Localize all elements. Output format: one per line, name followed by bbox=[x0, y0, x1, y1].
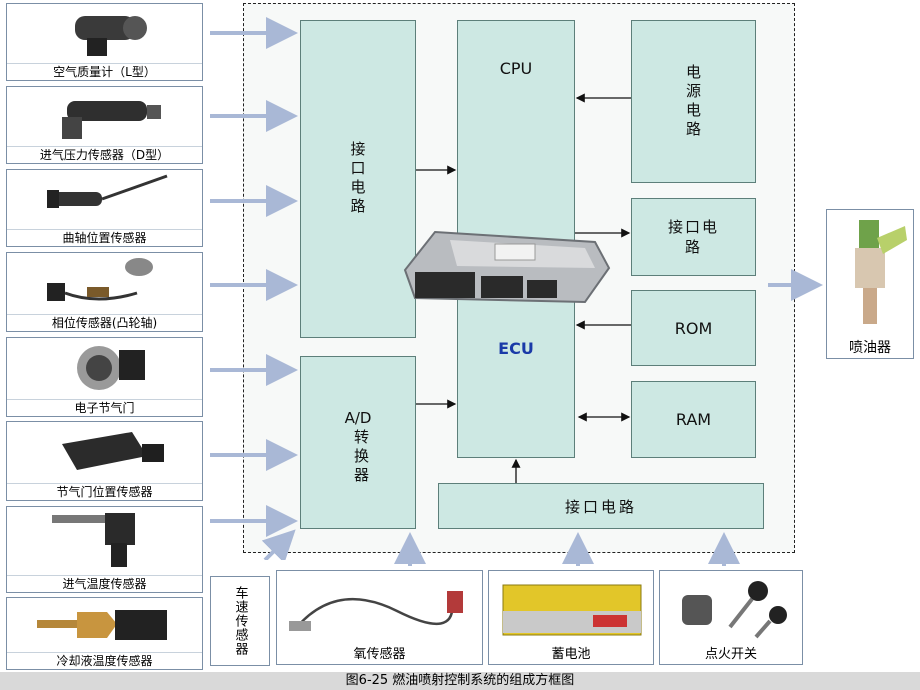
left-interface-label: 接口电路 bbox=[348, 141, 367, 217]
right-interface-label: 接口电路 bbox=[667, 218, 719, 256]
injector-label: 喷油器 bbox=[849, 340, 891, 356]
battery-image bbox=[502, 584, 642, 636]
left-interface-circuit: 接口电路 bbox=[300, 20, 416, 338]
oxygen-sensor-card: 氧传感器 bbox=[276, 570, 483, 665]
ignition-switch-image bbox=[682, 581, 787, 639]
sensor-crankshaft-position: 曲轴位置传感器 bbox=[6, 169, 203, 247]
bottom-interface-label: 接口电路 bbox=[564, 497, 637, 516]
crankshaft-sensor-image bbox=[7, 170, 202, 230]
sensor-throttle-position: 节气门位置传感器 bbox=[6, 421, 203, 501]
sensor-label: 空气质量计（L型） bbox=[7, 63, 202, 80]
ad-label-line1: A/D bbox=[344, 409, 372, 427]
power-circuit: 电源电路 bbox=[631, 20, 756, 183]
injector-image bbox=[855, 220, 907, 324]
ignition-switch-label: 点火开关 bbox=[704, 647, 757, 662]
sensor-intake-pressure: 进气压力传感器（D型） bbox=[6, 86, 203, 164]
intake-temperature-image bbox=[7, 507, 202, 576]
vehicle-speed-sensor: 车速传感器 bbox=[210, 576, 270, 666]
sensor-label: 相位传感器(凸轮轴) bbox=[7, 314, 202, 331]
oxygen-sensor-image bbox=[289, 591, 463, 631]
intake-pressure-image bbox=[7, 87, 202, 147]
ignition-switch-card: 点火开关 bbox=[659, 570, 803, 665]
sensor-label: 节气门位置传感器 bbox=[7, 483, 202, 500]
sensor-coolant-temperature: 冷却液温度传感器 bbox=[6, 597, 203, 670]
injector-card: 喷油器 bbox=[826, 209, 914, 359]
throttle-position-image bbox=[7, 422, 202, 484]
bottom-interface-circuit: 接口电路 bbox=[438, 483, 764, 529]
sensor-label: 曲轴位置传感器 bbox=[7, 229, 202, 246]
sensor-electronic-throttle: 电子节气门 bbox=[6, 337, 203, 417]
power-circuit-label: 电源电路 bbox=[684, 63, 702, 140]
rom-label: ROM bbox=[674, 318, 713, 338]
sensor-intake-temperature: 进气温度传感器 bbox=[6, 506, 203, 593]
sensor-air-mass-meter: 空气质量计（L型） bbox=[6, 3, 203, 81]
sensor-label: 进气压力传感器（D型） bbox=[7, 146, 202, 163]
sensor-label: 进气温度传感器 bbox=[7, 575, 202, 592]
arrow-speed bbox=[261, 529, 296, 560]
coolant-temperature-image bbox=[7, 598, 202, 653]
rom-block: ROM bbox=[631, 290, 756, 366]
battery-label: 蓄电池 bbox=[551, 647, 591, 662]
sensor-label: 电子节气门 bbox=[7, 399, 202, 416]
sensor-arrows bbox=[210, 17, 298, 560]
electronic-throttle-image bbox=[7, 338, 202, 400]
cpu-label: CPU bbox=[499, 59, 533, 78]
right-interface-circuit: 接口电路 bbox=[631, 198, 756, 276]
ecu-module-image bbox=[403, 230, 611, 304]
vehicle-speed-label: 车速传感器 bbox=[232, 586, 248, 656]
air-mass-meter-image bbox=[7, 4, 202, 64]
ram-label: RAM bbox=[675, 410, 712, 429]
ad-label-line2: 转换器 bbox=[352, 429, 370, 486]
phase-sensor-image bbox=[7, 253, 202, 315]
sensor-label: 冷却液温度传感器 bbox=[7, 652, 202, 669]
ram-block: RAM bbox=[631, 381, 756, 458]
sensor-phase-camshaft: 相位传感器(凸轮轴) bbox=[6, 252, 203, 332]
ecu-label: ECU bbox=[498, 339, 534, 358]
battery-card: 蓄电池 bbox=[488, 570, 654, 665]
figure-caption: 图6-25 燃油喷射控制系统的组成方框图 bbox=[0, 672, 920, 690]
ad-converter: A/D 转换器 bbox=[300, 356, 416, 529]
oxygen-sensor-label: 氧传感器 bbox=[353, 647, 406, 662]
